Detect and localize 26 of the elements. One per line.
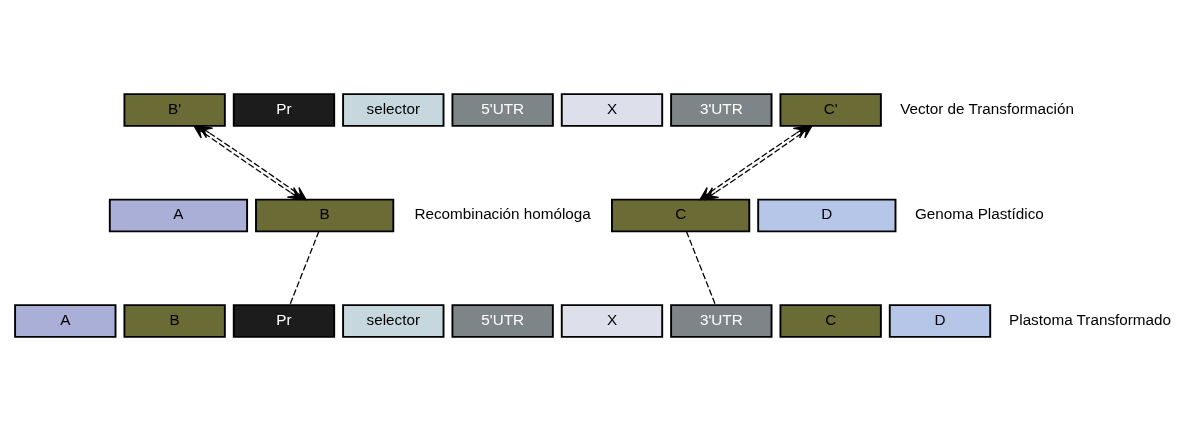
label: Genoma Plastídico: [914, 204, 1044, 222]
node-box: Pr: [232, 303, 336, 338]
node-box: B: [255, 198, 395, 232]
node-box: A: [108, 198, 249, 232]
node-box: B': [123, 92, 226, 127]
node-box: C: [611, 198, 751, 232]
label: Vector de Transformación: [900, 99, 1074, 117]
node-box: C: [779, 303, 882, 338]
node-box: 3'UTR: [670, 92, 773, 127]
node-box: D: [757, 198, 897, 232]
node-box: B: [123, 303, 226, 338]
node-box: C': [779, 92, 882, 127]
node-box: selector: [342, 303, 445, 338]
node-box: Pr: [232, 92, 336, 127]
label: Plastoma Transformado: [1009, 310, 1171, 328]
node-box: selector: [342, 92, 445, 127]
node-box: D: [888, 303, 992, 338]
node-box: 3'UTR: [670, 303, 773, 338]
node-box: X: [560, 92, 664, 127]
connector: [289, 230, 320, 306]
label: Recombinación homóloga: [414, 204, 591, 222]
node-box: X: [560, 303, 664, 338]
node-box: 5'UTR: [451, 303, 554, 338]
node-box: A: [14, 303, 117, 338]
connector: [685, 230, 717, 306]
node-box: 5'UTR: [451, 92, 554, 127]
